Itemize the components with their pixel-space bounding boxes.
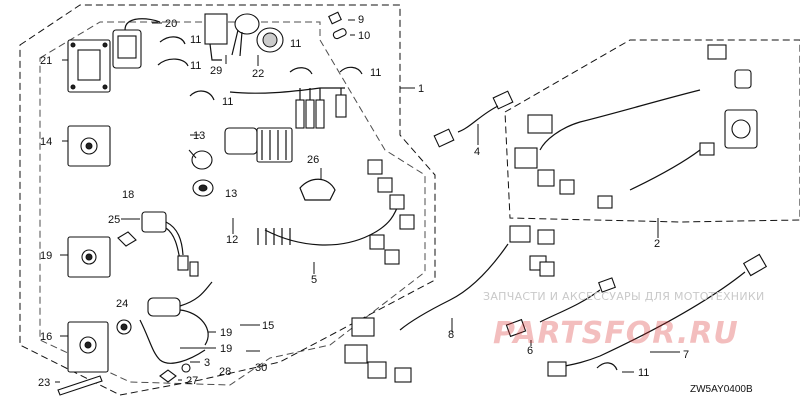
leader-lines: [55, 19, 680, 383]
diagram-code: ZW5AY0400B: [690, 384, 753, 395]
watermark-line: ЗАПЧАСТИ И АКСЕССУАРЫ ДЛЯ МОТОТЕХНИКИ: [483, 290, 765, 303]
part-17-25-toggle: [117, 211, 199, 277]
group-boundary-inner: [39, 21, 426, 386]
group-boundary-1: [19, 4, 436, 396]
callout-26: 26: [307, 154, 319, 166]
callout-10: 10: [358, 30, 370, 42]
callout-23: 23: [38, 377, 50, 389]
part-29-bracket: [204, 13, 228, 61]
callout-12: 12: [226, 234, 238, 246]
part-16-panel: [67, 321, 109, 373]
part-24-19-switch: [116, 281, 213, 364]
harness-8: [344, 225, 555, 383]
harness-4: [433, 90, 514, 148]
part-21-panel: [67, 39, 111, 93]
callout-6: 6: [527, 345, 533, 357]
part-20-switch: [112, 18, 161, 69]
part-14-panel: [67, 125, 111, 167]
callout-14: 14: [40, 136, 52, 148]
callout-22: 22: [252, 68, 264, 80]
part-18-panel: [67, 236, 111, 278]
watermark-logo: PARTSFOR.RU: [493, 316, 739, 351]
callout-11-a: 11: [190, 34, 201, 46]
callout-29: 29: [210, 65, 222, 77]
callout-11-f: 11: [638, 367, 649, 379]
harness-1-top: [229, 87, 347, 129]
callout-19-a: 19: [220, 327, 232, 339]
callout-18: 19: [40, 250, 52, 262]
callout-4: 4: [474, 146, 480, 158]
harness-6: [505, 277, 616, 338]
part-22-plug: [231, 13, 284, 57]
callout-8: 8: [448, 329, 454, 341]
callout-2: 2: [654, 238, 660, 250]
clip-parts-11: [157, 36, 618, 371]
callout-28: 28: [219, 366, 231, 378]
callout-27: 27: [186, 375, 198, 387]
callout-13-b: 13: [225, 188, 237, 200]
callout-16: 16: [40, 331, 52, 343]
callout-20: 20: [165, 18, 177, 30]
part-26-clamp: [299, 178, 336, 201]
callout-11-b: 11: [190, 60, 201, 72]
harness-2: [514, 44, 758, 209]
callout-25: 25: [108, 214, 120, 226]
part-27-28-nuts: [159, 363, 191, 383]
callout-3: 3: [204, 357, 210, 369]
callout-13-a: 13: [193, 130, 205, 142]
callout-24: 24: [116, 298, 128, 310]
callout-5: 5: [311, 274, 317, 286]
part-12-13-ignition: [191, 127, 293, 197]
harness-7: [547, 253, 768, 377]
part-23-bolt: [57, 375, 103, 396]
callout-7: 7: [683, 349, 689, 361]
watermark: ЗАПЧАСТИ И АКСЕССУАРЫ ДЛЯ МОТОТЕХНИКИ PA…: [483, 290, 765, 351]
callout-1: 1: [418, 83, 424, 95]
callout-19-b: 19: [220, 343, 232, 355]
callout-11-d: 11: [370, 67, 381, 79]
harness-5: [257, 159, 415, 265]
part-9-10-fittings: [328, 11, 347, 40]
callout-9: 9: [358, 14, 364, 26]
callout-30: 30: [255, 362, 267, 374]
callout-labels: 20 21 11 11 11 11 11 11 29 22 9 10 1 4 2…: [38, 14, 753, 395]
group-boundary-2: [504, 39, 800, 223]
callout-17: 18: [122, 189, 134, 201]
callout-15: 15: [262, 320, 274, 332]
callout-11-c: 11: [290, 38, 301, 50]
callout-11-e: 11: [222, 96, 233, 108]
callout-21: 21: [40, 55, 52, 67]
